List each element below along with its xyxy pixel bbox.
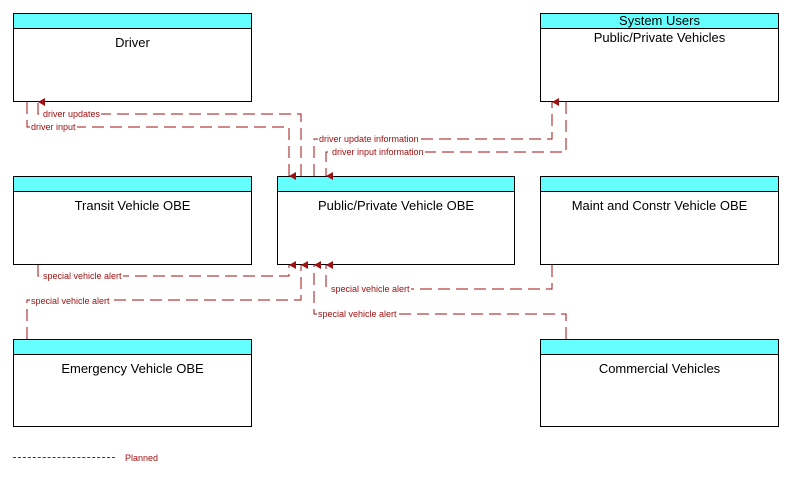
legend-planned-line	[13, 457, 115, 458]
label-transit-special-vehicle-alert: special vehicle alert	[42, 271, 123, 281]
emergency-vehicle-obe-header	[14, 340, 251, 355]
label-commercial-special-vehicle-alert: special vehicle alert	[317, 309, 398, 319]
legend-planned-label: Planned	[125, 453, 159, 463]
public-private-vehicle-obe-label: Public/Private Vehicle OBE	[317, 198, 475, 213]
driver-node: Driver	[13, 13, 252, 102]
label-maint-special-vehicle-alert: special vehicle alert	[330, 284, 411, 294]
flow-emergency-special-vehicle-alert	[26, 261, 308, 339]
flow-driver-input-information	[325, 102, 567, 180]
maint-constr-vehicle-obe-node: Maint and Constr Vehicle OBE	[540, 176, 779, 265]
transit-vehicle-obe-label: Transit Vehicle OBE	[74, 198, 191, 213]
public-private-vehicles-label: Public/Private Vehicles	[593, 30, 726, 45]
emergency-vehicle-obe-node: Emergency Vehicle OBE	[13, 339, 252, 427]
transit-vehicle-obe-node: Transit Vehicle OBE	[13, 176, 252, 265]
label-driver-updates: driver updates	[42, 109, 102, 119]
driver-header	[14, 14, 251, 29]
public-private-vehicle-obe-node: Public/Private Vehicle OBE	[277, 176, 515, 265]
label-driver-input: driver input	[30, 122, 77, 132]
driver-label: Driver	[115, 35, 150, 50]
flow-driver-update-information	[313, 98, 559, 176]
label-driver-update-information: driver update information	[318, 134, 420, 144]
label-emergency-special-vehicle-alert: special vehicle alert	[30, 296, 111, 306]
system-users-header: System Users	[541, 14, 778, 29]
public-private-vehicles-node: System Users Public/Private Vehicles	[540, 13, 779, 102]
flow-maint-special-vehicle-alert	[325, 261, 553, 290]
public-private-vehicle-obe-header	[278, 177, 514, 192]
flow-driver-input	[26, 102, 296, 180]
emergency-vehicle-obe-label: Emergency Vehicle OBE	[61, 361, 204, 376]
commercial-vehicles-label: Commercial Vehicles	[598, 361, 721, 376]
flow-commercial-special-vehicle-alert	[313, 261, 567, 339]
commercial-vehicles-node: Commercial Vehicles	[540, 339, 779, 427]
flow-driver-updates	[37, 98, 302, 176]
label-driver-input-information: driver input information	[331, 147, 425, 157]
maint-constr-vehicle-obe-label: Maint and Constr Vehicle OBE	[571, 198, 748, 213]
transit-vehicle-obe-header	[14, 177, 251, 192]
maint-constr-vehicle-obe-header	[541, 177, 778, 192]
flow-transit-special-vehicle-alert	[37, 261, 296, 277]
commercial-vehicles-header	[541, 340, 778, 355]
